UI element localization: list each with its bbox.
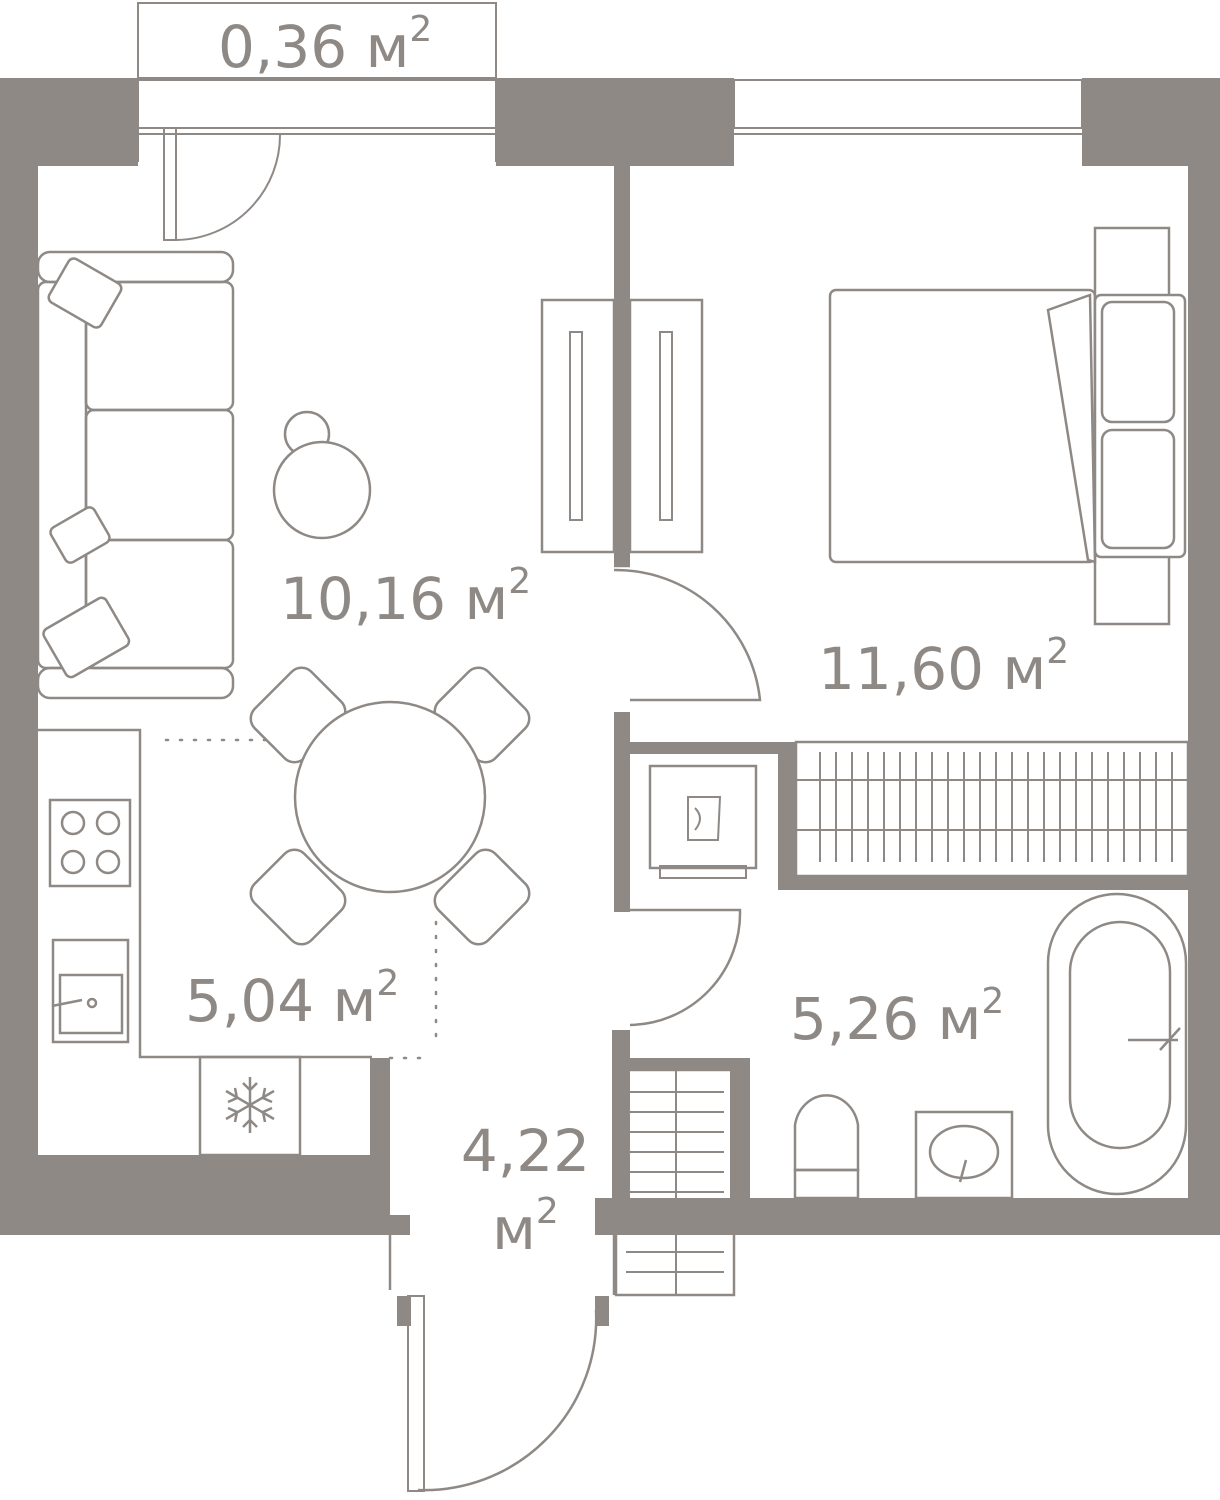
area-bathroom: 5,26 м2 — [790, 984, 1004, 1049]
area-unit: м — [332, 967, 377, 1035]
area-living: 10,16 м2 — [280, 564, 531, 629]
area-unit-exponent: 2 — [508, 561, 532, 602]
door-icon — [613, 564, 762, 702]
area-unit: м — [937, 985, 982, 1053]
wardrobe-icon — [540, 298, 704, 554]
area-value: 0,36 — [218, 13, 348, 81]
armchair-icon — [272, 410, 372, 540]
shelves-icon — [614, 1068, 736, 1297]
area-unit: м — [1002, 635, 1047, 703]
bed-icon — [828, 226, 1187, 626]
area-unit-exponent: 2 — [981, 981, 1005, 1022]
area-value: 10,16 — [280, 565, 447, 633]
dining-table-icon — [249, 666, 531, 946]
bathtub-icon — [1046, 892, 1188, 1196]
area-value: 5,04 — [185, 967, 315, 1035]
radiator-fins — [819, 752, 1173, 862]
radiator-icon — [794, 740, 1190, 878]
area-unit: м — [492, 1195, 536, 1263]
area-unit-exponent: 2 — [409, 9, 433, 50]
area-value: 11,60 — [818, 635, 985, 703]
area-unit-exponent: 2 — [1046, 631, 1070, 672]
area-hall: 4,22 м2 — [458, 1122, 593, 1258]
area-value: 5,26 — [790, 985, 920, 1053]
window-icon — [137, 79, 1083, 135]
area-unit-exponent: 2 — [376, 963, 400, 1004]
area-bedroom: 11,60 м2 — [818, 634, 1069, 699]
stove-icon — [48, 798, 132, 888]
area-kitchen: 5,04 м2 — [185, 966, 399, 1031]
washbasin-icon — [914, 1110, 1014, 1200]
walls — [0, 78, 1220, 1235]
washing-machine-icon — [630, 754, 778, 886]
door-icon — [163, 127, 282, 241]
sink-icon — [51, 938, 130, 1044]
area-value: 4,22 — [460, 1117, 591, 1185]
zone-divider — [164, 738, 438, 1060]
fridge-icon — [198, 1055, 302, 1157]
kitchen-counter — [38, 728, 372, 1157]
door-icon — [629, 908, 742, 1027]
area-unit: м — [464, 565, 509, 633]
area-unit: м — [365, 13, 410, 81]
snowflake-icon — [225, 1077, 275, 1133]
pillow-icon — [1100, 300, 1176, 550]
hall-walls — [388, 1200, 616, 1295]
door-icon — [397, 1295, 609, 1492]
area-unit-exponent: 2 — [535, 1191, 559, 1232]
area-balcony: 0,36 м2 — [218, 12, 432, 77]
toilet-icon — [793, 1094, 860, 1200]
sofa-icon — [36, 250, 235, 700]
